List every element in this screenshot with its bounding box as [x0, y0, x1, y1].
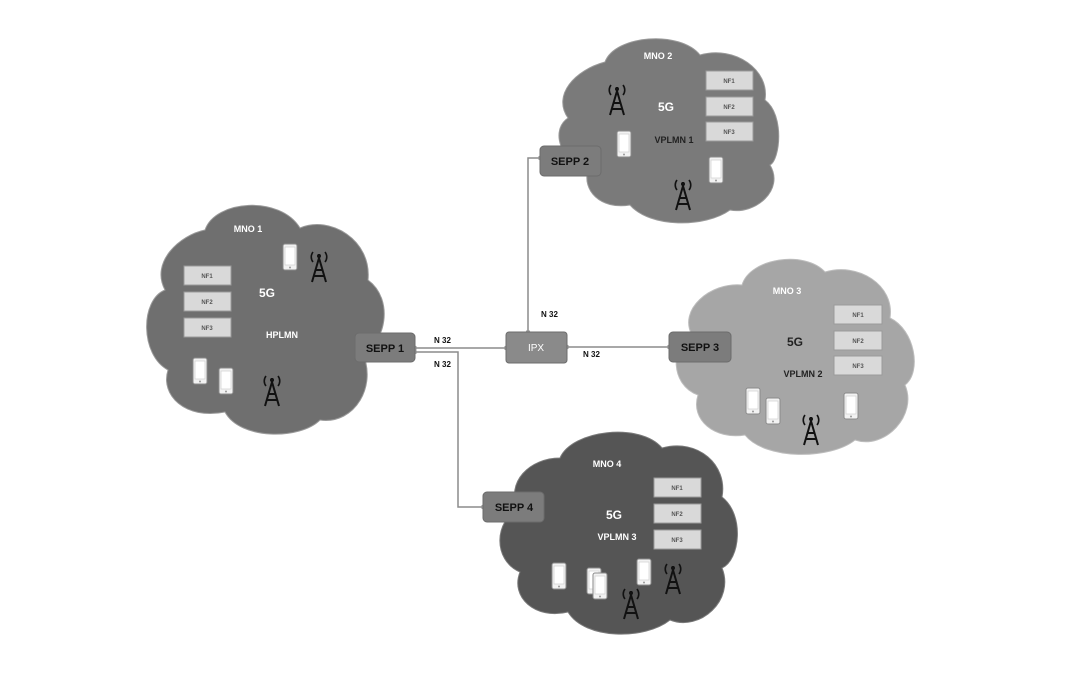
- link-label-ipx-sepp2: N 32: [541, 310, 558, 319]
- nf-list: NF1 NF2 NF3: [705, 70, 754, 142]
- phone-icon: [616, 130, 632, 158]
- nf-list: NF1 NF2 NF3: [653, 477, 702, 550]
- link-sepp1-sepp4: [415, 351, 483, 508]
- cloud-mno1-tech: 5G: [259, 286, 275, 300]
- nf-label: NF3: [201, 326, 213, 332]
- nf-box: [183, 317, 232, 338]
- nf-box: [705, 121, 754, 142]
- sepp4-node[interactable]: SEPP 4: [482, 491, 545, 523]
- nf-label: NF2: [201, 300, 213, 306]
- cloud-mno3: MNO 3 5G VPLMN 2 NF1 NF2 NF3: [675, 258, 915, 455]
- sepp3-node[interactable]: SEPP 3: [668, 331, 732, 363]
- nf-box: [705, 70, 754, 91]
- phone-icon: [843, 392, 859, 420]
- sepp4-box[interactable]: [482, 491, 545, 523]
- link-label-sepp1-sepp4: N 32: [434, 360, 451, 369]
- cloud-mno2: MNO 2 5G VPLMN 1 NF1 NF2 NF3: [558, 38, 780, 224]
- link-label-ipx-sepp3: N 32: [583, 350, 600, 359]
- ipx-node[interactable]: IPX: [505, 331, 568, 364]
- link-ipx-sepp2: [527, 157, 540, 332]
- ipx-label: IPX: [528, 343, 544, 354]
- nf-box: [183, 265, 232, 286]
- nf-label: NF2: [671, 512, 683, 518]
- nf-label: NF3: [671, 538, 683, 544]
- cloud-mno1-name: MNO 1: [234, 224, 263, 234]
- nf-label: NF2: [852, 339, 864, 345]
- nf-box: [653, 529, 702, 550]
- nf-box: [833, 330, 883, 351]
- sepp1-node[interactable]: SEPP 1: [354, 332, 416, 363]
- cloud-mno4-name: MNO 4: [593, 459, 622, 469]
- nf-box: [183, 291, 232, 312]
- cloud-mno2-network: VPLMN 1: [654, 135, 693, 145]
- nf-list: NF1 NF2 NF3: [833, 304, 883, 376]
- sepp4-label: SEPP 4: [495, 502, 534, 514]
- phone-icon: [745, 387, 761, 415]
- nf-label: NF1: [201, 274, 213, 280]
- ipx-box[interactable]: [505, 331, 568, 364]
- cloud-mno3-tech: 5G: [787, 335, 803, 349]
- nf-label: NF2: [723, 105, 735, 111]
- phone-icon: [636, 558, 652, 586]
- nf-label: NF3: [723, 130, 735, 136]
- sepp1-box[interactable]: [354, 332, 416, 363]
- cloud-mno2-name: MNO 2: [644, 51, 673, 61]
- nf-label: NF1: [671, 486, 683, 492]
- cloud-mno4-tech: 5G: [606, 508, 622, 522]
- sepp3-label: SEPP 3: [681, 342, 719, 354]
- cloud-mno2-tech: 5G: [658, 100, 674, 114]
- nf-list: NF1 NF2 NF3: [183, 265, 232, 338]
- cloud-mno4: MNO 4 5G VPLMN 3 NF1 NF2 NF3: [499, 431, 738, 635]
- nf-label: NF1: [723, 79, 735, 85]
- cloud-mno1: MNO 1 5G HPLMN NF1 NF2 NF3: [146, 204, 385, 435]
- phone-icon: [765, 397, 781, 425]
- phone-icon: [282, 243, 298, 271]
- phone-icon: [551, 562, 567, 590]
- nf-label: NF3: [852, 364, 864, 370]
- cloud-mno1-network: HPLMN: [266, 330, 298, 340]
- cloud-mno1-shape: [146, 204, 385, 435]
- nf-box: [653, 477, 702, 498]
- nf-label: NF1: [852, 313, 864, 319]
- nf-box: [833, 304, 883, 325]
- nf-box: [705, 96, 754, 117]
- phone-icon: [592, 572, 608, 600]
- sepp1-label: SEPP 1: [366, 343, 404, 355]
- cloud-mno4-network: VPLMN 3: [597, 532, 636, 542]
- cloud-mno3-network: VPLMN 2: [783, 369, 822, 379]
- sepp2-label: SEPP 2: [551, 156, 589, 168]
- nf-box: [833, 355, 883, 376]
- cloud-mno3-name: MNO 3: [773, 286, 802, 296]
- phone-icon: [708, 156, 724, 184]
- nf-box: [653, 503, 702, 524]
- sepp2-node[interactable]: SEPP 2: [539, 145, 602, 177]
- sepp2-box[interactable]: [539, 145, 602, 177]
- sepp3-box[interactable]: [668, 331, 732, 363]
- phone-icon: [218, 367, 234, 395]
- phone-icon: [192, 357, 208, 385]
- link-label-sepp1-ipx: N 32: [434, 336, 451, 345]
